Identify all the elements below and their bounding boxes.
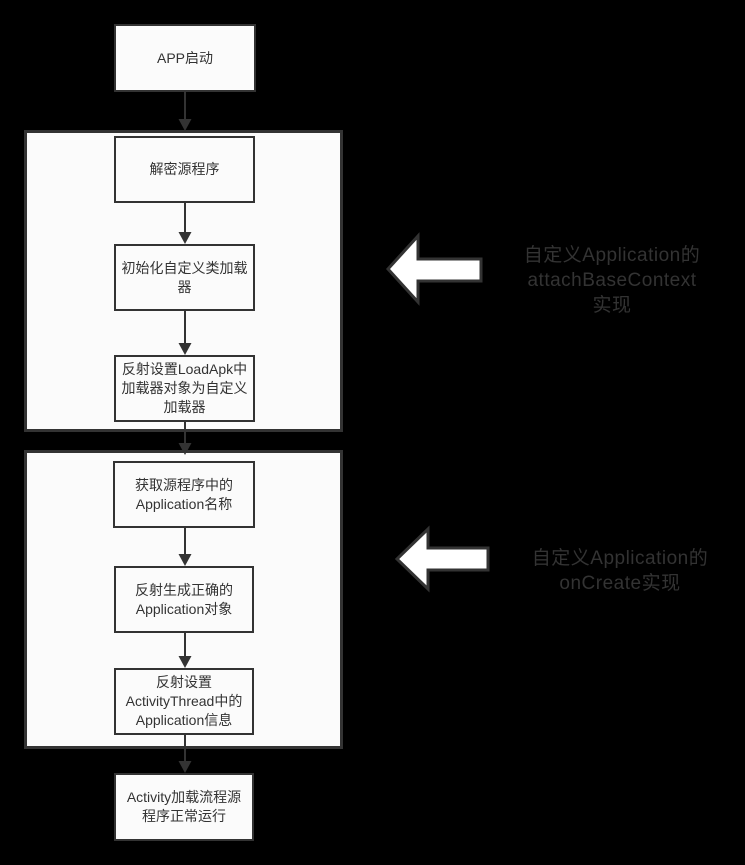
node-get-application-name: 获取源程序中的 Application名称 bbox=[113, 461, 255, 528]
arrowhead-down-icon bbox=[178, 656, 192, 668]
node-init-classloader: 初始化自定义类加载 器 bbox=[114, 244, 255, 311]
node-reflect-loadapk: 反射设置LoadApk中 加载器对象为自定义 加载器 bbox=[114, 355, 255, 422]
block-arrows bbox=[385, 232, 490, 593]
arrowhead-down-icon bbox=[178, 232, 192, 244]
annotation-on-create: 自定义Application的 onCreate实现 bbox=[531, 548, 709, 594]
left-block-arrow-icon bbox=[385, 232, 483, 306]
node-decrypt-source: 解密源程序 bbox=[114, 136, 255, 203]
arrowhead-down-icon bbox=[178, 443, 192, 455]
node-activity-load-run: Activity加载流程源 程序正常运行 bbox=[114, 773, 254, 841]
arrowhead-down-icon bbox=[178, 761, 192, 773]
node-create-application-object: 反射生成正确的 Application对象 bbox=[114, 566, 254, 633]
arrowhead-down-icon bbox=[178, 343, 192, 355]
node-app-start: APP启动 bbox=[114, 24, 256, 92]
arrowheads bbox=[178, 119, 192, 773]
arrowhead-down-icon bbox=[178, 119, 192, 131]
annotation-attach-base-context: 自定义Application的 attachBaseContext 实现 bbox=[523, 245, 701, 316]
left-block-arrow-icon bbox=[394, 525, 490, 593]
node-set-activitythread-info: 反射设置 ActivityThread中的 Application信息 bbox=[114, 668, 254, 735]
arrowhead-down-icon bbox=[178, 554, 192, 566]
